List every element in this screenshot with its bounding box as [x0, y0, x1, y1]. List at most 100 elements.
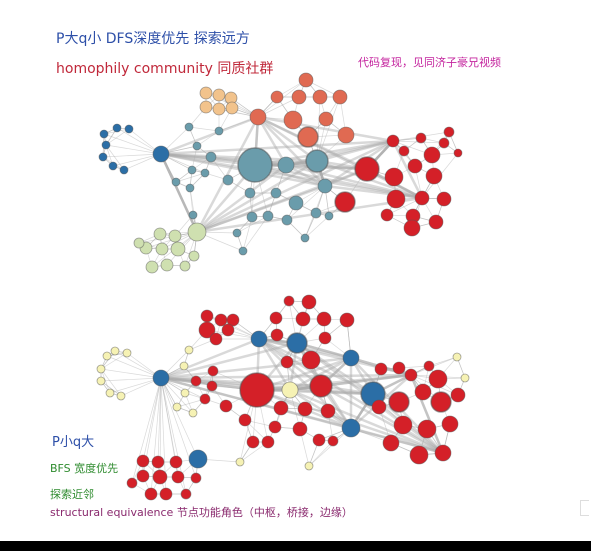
bottom-graph-edge [100, 368, 162, 379]
bottom-graph-node [409, 445, 429, 465]
top-graph-edge [160, 139, 394, 156]
top-graph-node [145, 260, 159, 274]
top-graph-node [187, 222, 207, 242]
top-graph-node [205, 151, 217, 163]
bottom-graph-node [441, 415, 459, 433]
top-graph-node [133, 237, 145, 249]
bottom-graph-edge [308, 427, 352, 467]
bottom-black-bar [0, 541, 591, 551]
bottom-graph-edge [289, 388, 374, 396]
top-graph-node [300, 233, 310, 243]
top-graph-node [244, 187, 256, 199]
top-graph-edge [196, 164, 287, 233]
bottom-graph-node [342, 349, 360, 367]
bottom-structural-annotation: structural equivalence 节点功能角色（中枢，桥接，边缘） [50, 506, 353, 519]
top-graph-edge [196, 167, 368, 234]
top-graph-node [188, 210, 198, 220]
top-graph-node [188, 250, 200, 262]
top-graph-edge [257, 115, 318, 163]
top-graph-node [398, 145, 410, 157]
top-graph-node [403, 219, 421, 237]
bottom-graph-node [169, 455, 183, 469]
top-graph-node [291, 89, 307, 105]
top-graph-node [262, 210, 274, 222]
bottom-graph-node [292, 421, 308, 437]
top-graph-node [354, 156, 380, 182]
bottom-graph-node [320, 403, 336, 419]
top-graph-node [443, 126, 455, 138]
bottom-graph-node [428, 369, 448, 389]
bottom-graph-node [221, 323, 235, 337]
bottom-graph-node [404, 368, 418, 382]
bottom-graph-node [434, 444, 452, 462]
bottom-graph-node [312, 433, 326, 447]
bottom-graph-edge [257, 338, 292, 391]
bottom-graph-node [200, 309, 214, 323]
bottom-graph-node [235, 457, 245, 467]
top-graph-edge [159, 153, 199, 233]
top-graph-node [155, 242, 169, 256]
bottom-graph-node [238, 413, 252, 427]
top-graph-node [119, 165, 129, 175]
bottom-graph-edge [308, 440, 334, 467]
bottom-graph-node [172, 402, 182, 412]
bottom-graph-node [371, 399, 387, 415]
top-graph-node [199, 86, 213, 100]
bottom-graph-node [318, 331, 332, 345]
top-graph-edge [242, 215, 269, 252]
bottom-graph-node [214, 313, 228, 327]
top-graph-edge [196, 139, 394, 234]
bottom-graph-node [209, 332, 223, 346]
top-graph-node [249, 108, 267, 126]
bottom-graph-edge [106, 355, 162, 379]
bottom-graph-edge [289, 388, 444, 455]
top-graph-edge [196, 184, 326, 234]
bottom-graph-node [392, 361, 406, 375]
top-graph-edge [285, 139, 394, 167]
bottom-graph-edge [160, 377, 199, 460]
bottom-graph-node [430, 391, 452, 413]
bottom-graph-edge [320, 373, 412, 388]
bottom-graph-node [102, 351, 112, 361]
top-graph-node [237, 147, 273, 183]
top-graph-edge [324, 184, 423, 200]
top-graph-node [184, 122, 194, 132]
top-graph-node [238, 246, 248, 256]
top-graph-node [425, 167, 443, 185]
bottom-graph-node [281, 381, 299, 399]
bottom-graph-node [297, 401, 313, 417]
top-graph-edge [195, 116, 260, 233]
bottom-graph-node [136, 454, 150, 468]
top-graph-node [112, 123, 122, 133]
bottom-graph-edge [142, 377, 162, 462]
top-graph-edge [105, 128, 130, 146]
top-graph-node [283, 110, 303, 130]
bottom-graph-node [250, 330, 268, 348]
top-graph-node [380, 208, 394, 222]
top-graph-node [212, 88, 226, 102]
top-graph-node [423, 146, 441, 164]
bottom-graph-node [301, 350, 321, 370]
top-graph-node [415, 132, 427, 144]
top-graph-node [317, 178, 333, 194]
bottom-graph-node [316, 311, 332, 327]
bottom-graph-node [327, 435, 339, 447]
bottom-graph-edge [150, 377, 162, 495]
bottom-graph-node [339, 312, 355, 328]
top-graph-node [407, 158, 423, 174]
top-reproduce-annotation: 代码复现，见同济子豪兄视频 [358, 56, 501, 69]
bottom-graph-node [309, 374, 333, 398]
top-graph-edge [196, 130, 220, 147]
bottom-graph-node [136, 469, 150, 483]
top-graph-node [153, 227, 167, 241]
top-graph-node [386, 189, 406, 209]
top-graph-edge [257, 115, 394, 143]
bottom-graph-node [226, 313, 240, 327]
bottom-graph-edge [100, 377, 162, 382]
bottom-graph-node [374, 362, 388, 376]
top-graph-node [337, 126, 355, 144]
bottom-graph-node [239, 372, 275, 408]
bottom-graph-edge [157, 377, 162, 463]
bottom-graph-node [273, 400, 289, 416]
bottom-graph-edge [100, 352, 128, 370]
